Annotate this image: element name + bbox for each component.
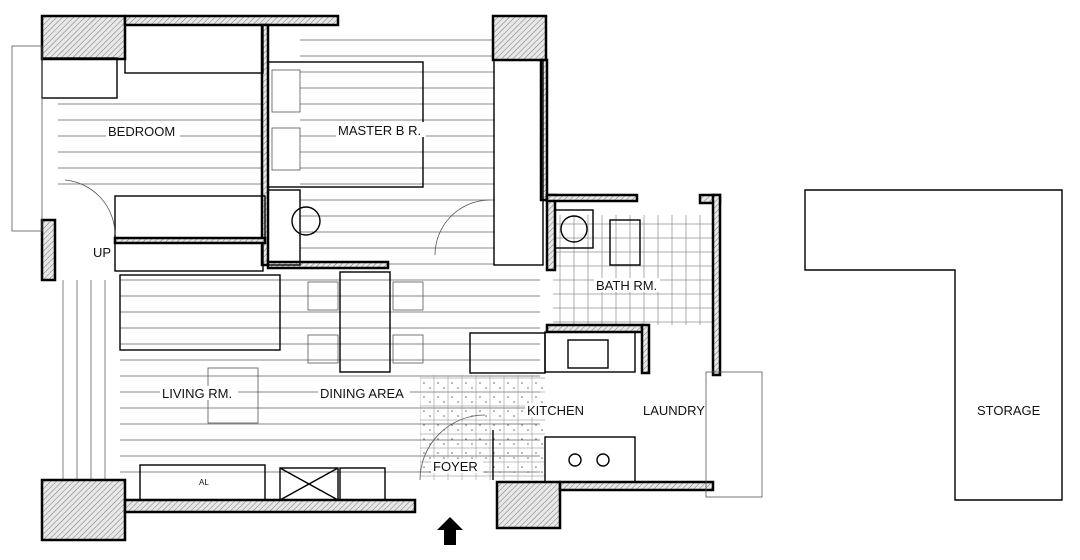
bath-basin bbox=[554, 209, 594, 249]
entry-door-swing bbox=[419, 414, 486, 481]
label-foyer: FOYER bbox=[433, 459, 478, 474]
bedroom-wardrobe bbox=[124, 24, 264, 74]
label-living-room: LIVING RM. bbox=[162, 386, 232, 401]
storage-area bbox=[804, 189, 1063, 501]
staircase-lower bbox=[114, 242, 264, 272]
stove bbox=[544, 436, 636, 483]
sofa bbox=[119, 274, 281, 351]
label-laundry: LAUNDRY bbox=[643, 403, 705, 418]
laundry-balcony bbox=[705, 371, 763, 498]
label-up: UP bbox=[93, 245, 111, 260]
label-tv-unit: AL bbox=[199, 478, 209, 487]
arrow-up-icon bbox=[437, 517, 463, 545]
label-kitchen: KITCHEN bbox=[527, 403, 584, 418]
master-wardrobe bbox=[493, 59, 544, 266]
label-bath-room: BATH RM. bbox=[596, 278, 657, 293]
label-bedroom: BEDROOM bbox=[108, 124, 175, 139]
furniture bbox=[11, 24, 763, 501]
floor-finish bbox=[58, 25, 713, 480]
dining-table bbox=[339, 271, 391, 373]
staircase-upper bbox=[114, 195, 266, 239]
label-dining-area: DINING AREA bbox=[320, 386, 404, 401]
tv-unit bbox=[139, 464, 266, 501]
walls bbox=[40, 14, 722, 542]
kitchen-sink bbox=[544, 331, 636, 373]
label-storage: STORAGE bbox=[977, 403, 1041, 418]
master-door-swing bbox=[434, 199, 491, 256]
label-master-bedroom: MASTER B R. bbox=[338, 123, 421, 138]
toilet bbox=[609, 219, 641, 266]
